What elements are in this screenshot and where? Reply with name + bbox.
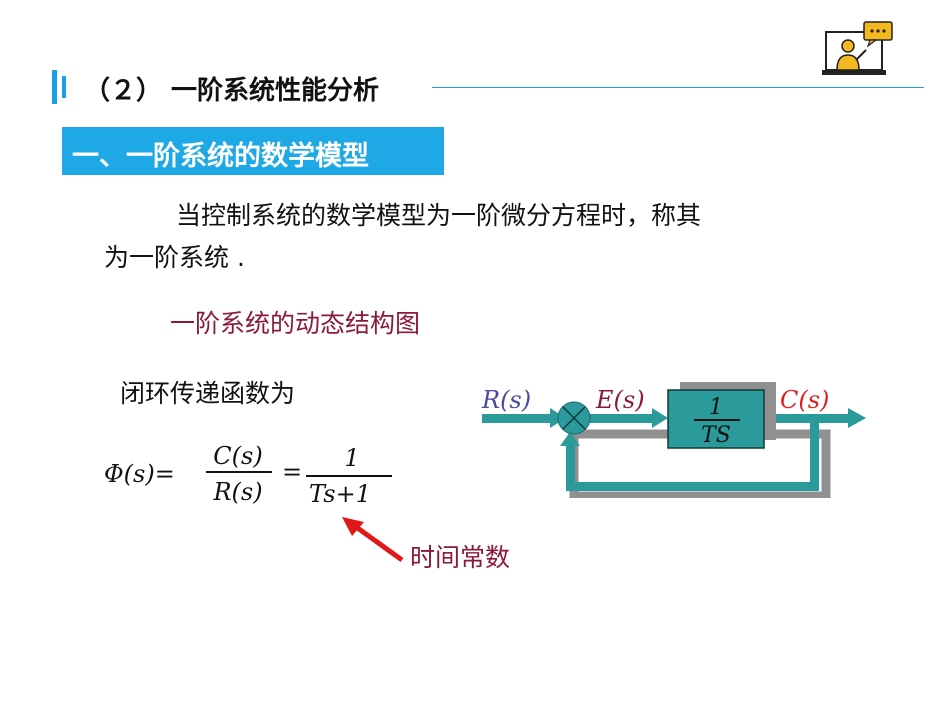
definition-line-2: 为一阶系统 . bbox=[104, 243, 245, 272]
error-signal-label: E(s) bbox=[595, 386, 645, 414]
teacher-presentation-icon bbox=[820, 20, 896, 84]
output-signal-label: C(s) bbox=[780, 386, 829, 414]
feedback-up bbox=[566, 442, 575, 491]
block-numerator: 1 bbox=[709, 395, 723, 420]
formula-equals: = bbox=[282, 458, 302, 486]
feedback-down bbox=[810, 418, 819, 486]
output-arrowhead bbox=[848, 408, 866, 428]
formula-frac1-numerator: C(s) bbox=[213, 442, 262, 470]
formula-frac2-numerator: 1 bbox=[344, 444, 359, 472]
input-signal-label: R(s) bbox=[481, 386, 531, 414]
feedback-bottom bbox=[566, 482, 819, 491]
title-accent-bars bbox=[52, 70, 72, 104]
input-line bbox=[482, 414, 554, 423]
diagram-caption: 一阶系统的动态结构图 bbox=[170, 309, 421, 338]
subtitle-banner bbox=[62, 127, 444, 175]
time-constant-arrow bbox=[342, 517, 404, 563]
formula-frac1-denominator: R(s) bbox=[212, 478, 262, 506]
block-diagram: 1 TS R(s) E(s) C(s) bbox=[481, 382, 866, 498]
subtitle-text: 一、一阶系统的数学模型 bbox=[72, 141, 369, 172]
transfer-function-formula: Φ(s)= C(s) R(s) = 1 Ts+1 bbox=[104, 442, 392, 508]
formula-frac2-denominator: Ts+1 bbox=[309, 480, 371, 508]
time-constant-label: 时间常数 bbox=[410, 543, 511, 572]
title-divider bbox=[432, 87, 924, 88]
definition-line-1: 当控制系统的数学模型为一阶微分方程时，称其 bbox=[176, 201, 702, 230]
formula-lhs: Φ(s)= bbox=[104, 460, 175, 488]
error-line bbox=[590, 414, 656, 423]
transfer-function-label: 闭环传递函数为 bbox=[120, 379, 296, 408]
transfer-block bbox=[667, 389, 765, 449]
feedback-arrowhead bbox=[560, 432, 580, 446]
section-title: （２） 一阶系统性能分析 bbox=[84, 76, 380, 106]
block-denominator: TS bbox=[701, 423, 731, 448]
error-arrowhead bbox=[652, 408, 668, 428]
